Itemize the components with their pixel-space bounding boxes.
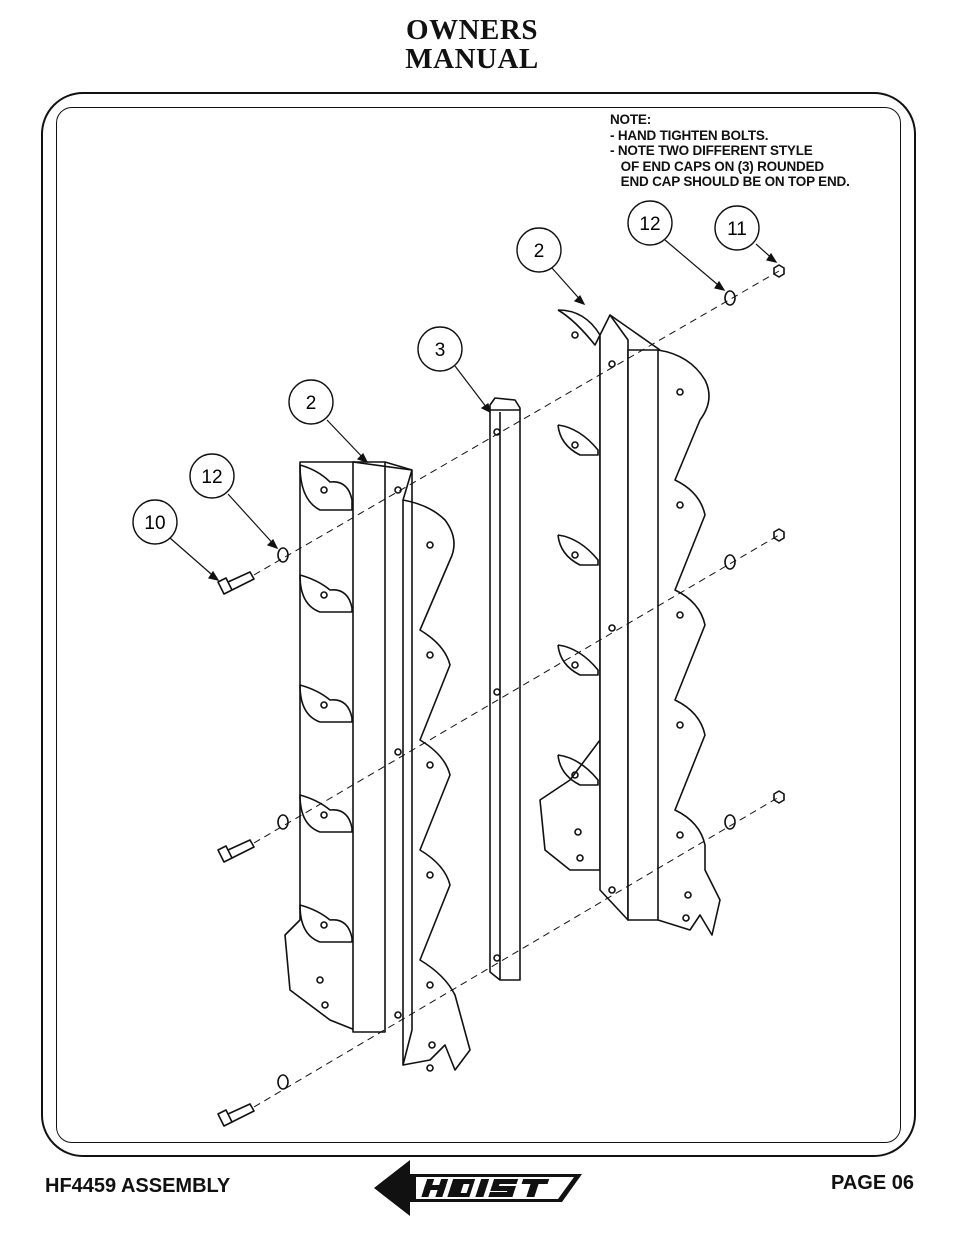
assembly-note: NOTE: - HAND TIGHTEN BOLTS. - NOTE TWO D… — [610, 112, 850, 190]
callout-11: 11 — [714, 205, 760, 251]
leader-lines — [169, 239, 778, 581]
callout-3: 3 — [417, 326, 463, 372]
callout-12-left: 12 — [189, 453, 235, 499]
left-channel-part — [394, 469, 471, 1072]
svg-text:12: 12 — [639, 214, 660, 235]
drawing-frame-inner — [56, 107, 901, 1143]
page-number: PAGE 06 — [831, 1172, 914, 1194]
model-assembly-label: HF4459 ASSEMBLY — [45, 1175, 231, 1197]
note-heading: NOTE: — [610, 112, 651, 127]
callout-2-right: 2 — [516, 227, 562, 273]
title-line-2: MANUAL — [405, 43, 539, 75]
note-line-1: - HAND TIGHTEN BOLTS. — [610, 127, 769, 143]
note-line-2: - NOTE TWO DIFFERENT STYLE — [610, 143, 813, 158]
document-title: OWNERS MANUAL — [0, 16, 944, 74]
svg-text:3: 3 — [435, 340, 446, 361]
center-bar-part — [489, 397, 521, 981]
left-upright-part — [284, 461, 413, 1033]
svg-text:11: 11 — [727, 219, 747, 240]
hoist-logo — [374, 1160, 582, 1216]
svg-text:12: 12 — [201, 467, 222, 488]
title-line-1: OWNERS — [406, 14, 538, 46]
right-upright-part — [539, 309, 661, 921]
callout-10: 10 — [132, 499, 178, 545]
drawing-frame-outer — [41, 92, 916, 1157]
svg-text:2: 2 — [306, 393, 317, 414]
callout-markers: 12 11 2 3 2 12 10 — [132, 200, 760, 545]
alignment-lines — [253, 270, 780, 1108]
right-channel-part — [608, 349, 721, 936]
callout-2-left: 2 — [288, 379, 334, 425]
note-line-3: OF END CAPS ON (3) ROUNDED — [610, 158, 825, 174]
callout-12-top: 12 — [627, 200, 673, 246]
svg-text:10: 10 — [144, 513, 165, 534]
svg-text:2: 2 — [534, 241, 545, 262]
note-line-4: END CAP SHOULD BE ON TOP END. — [610, 174, 850, 189]
